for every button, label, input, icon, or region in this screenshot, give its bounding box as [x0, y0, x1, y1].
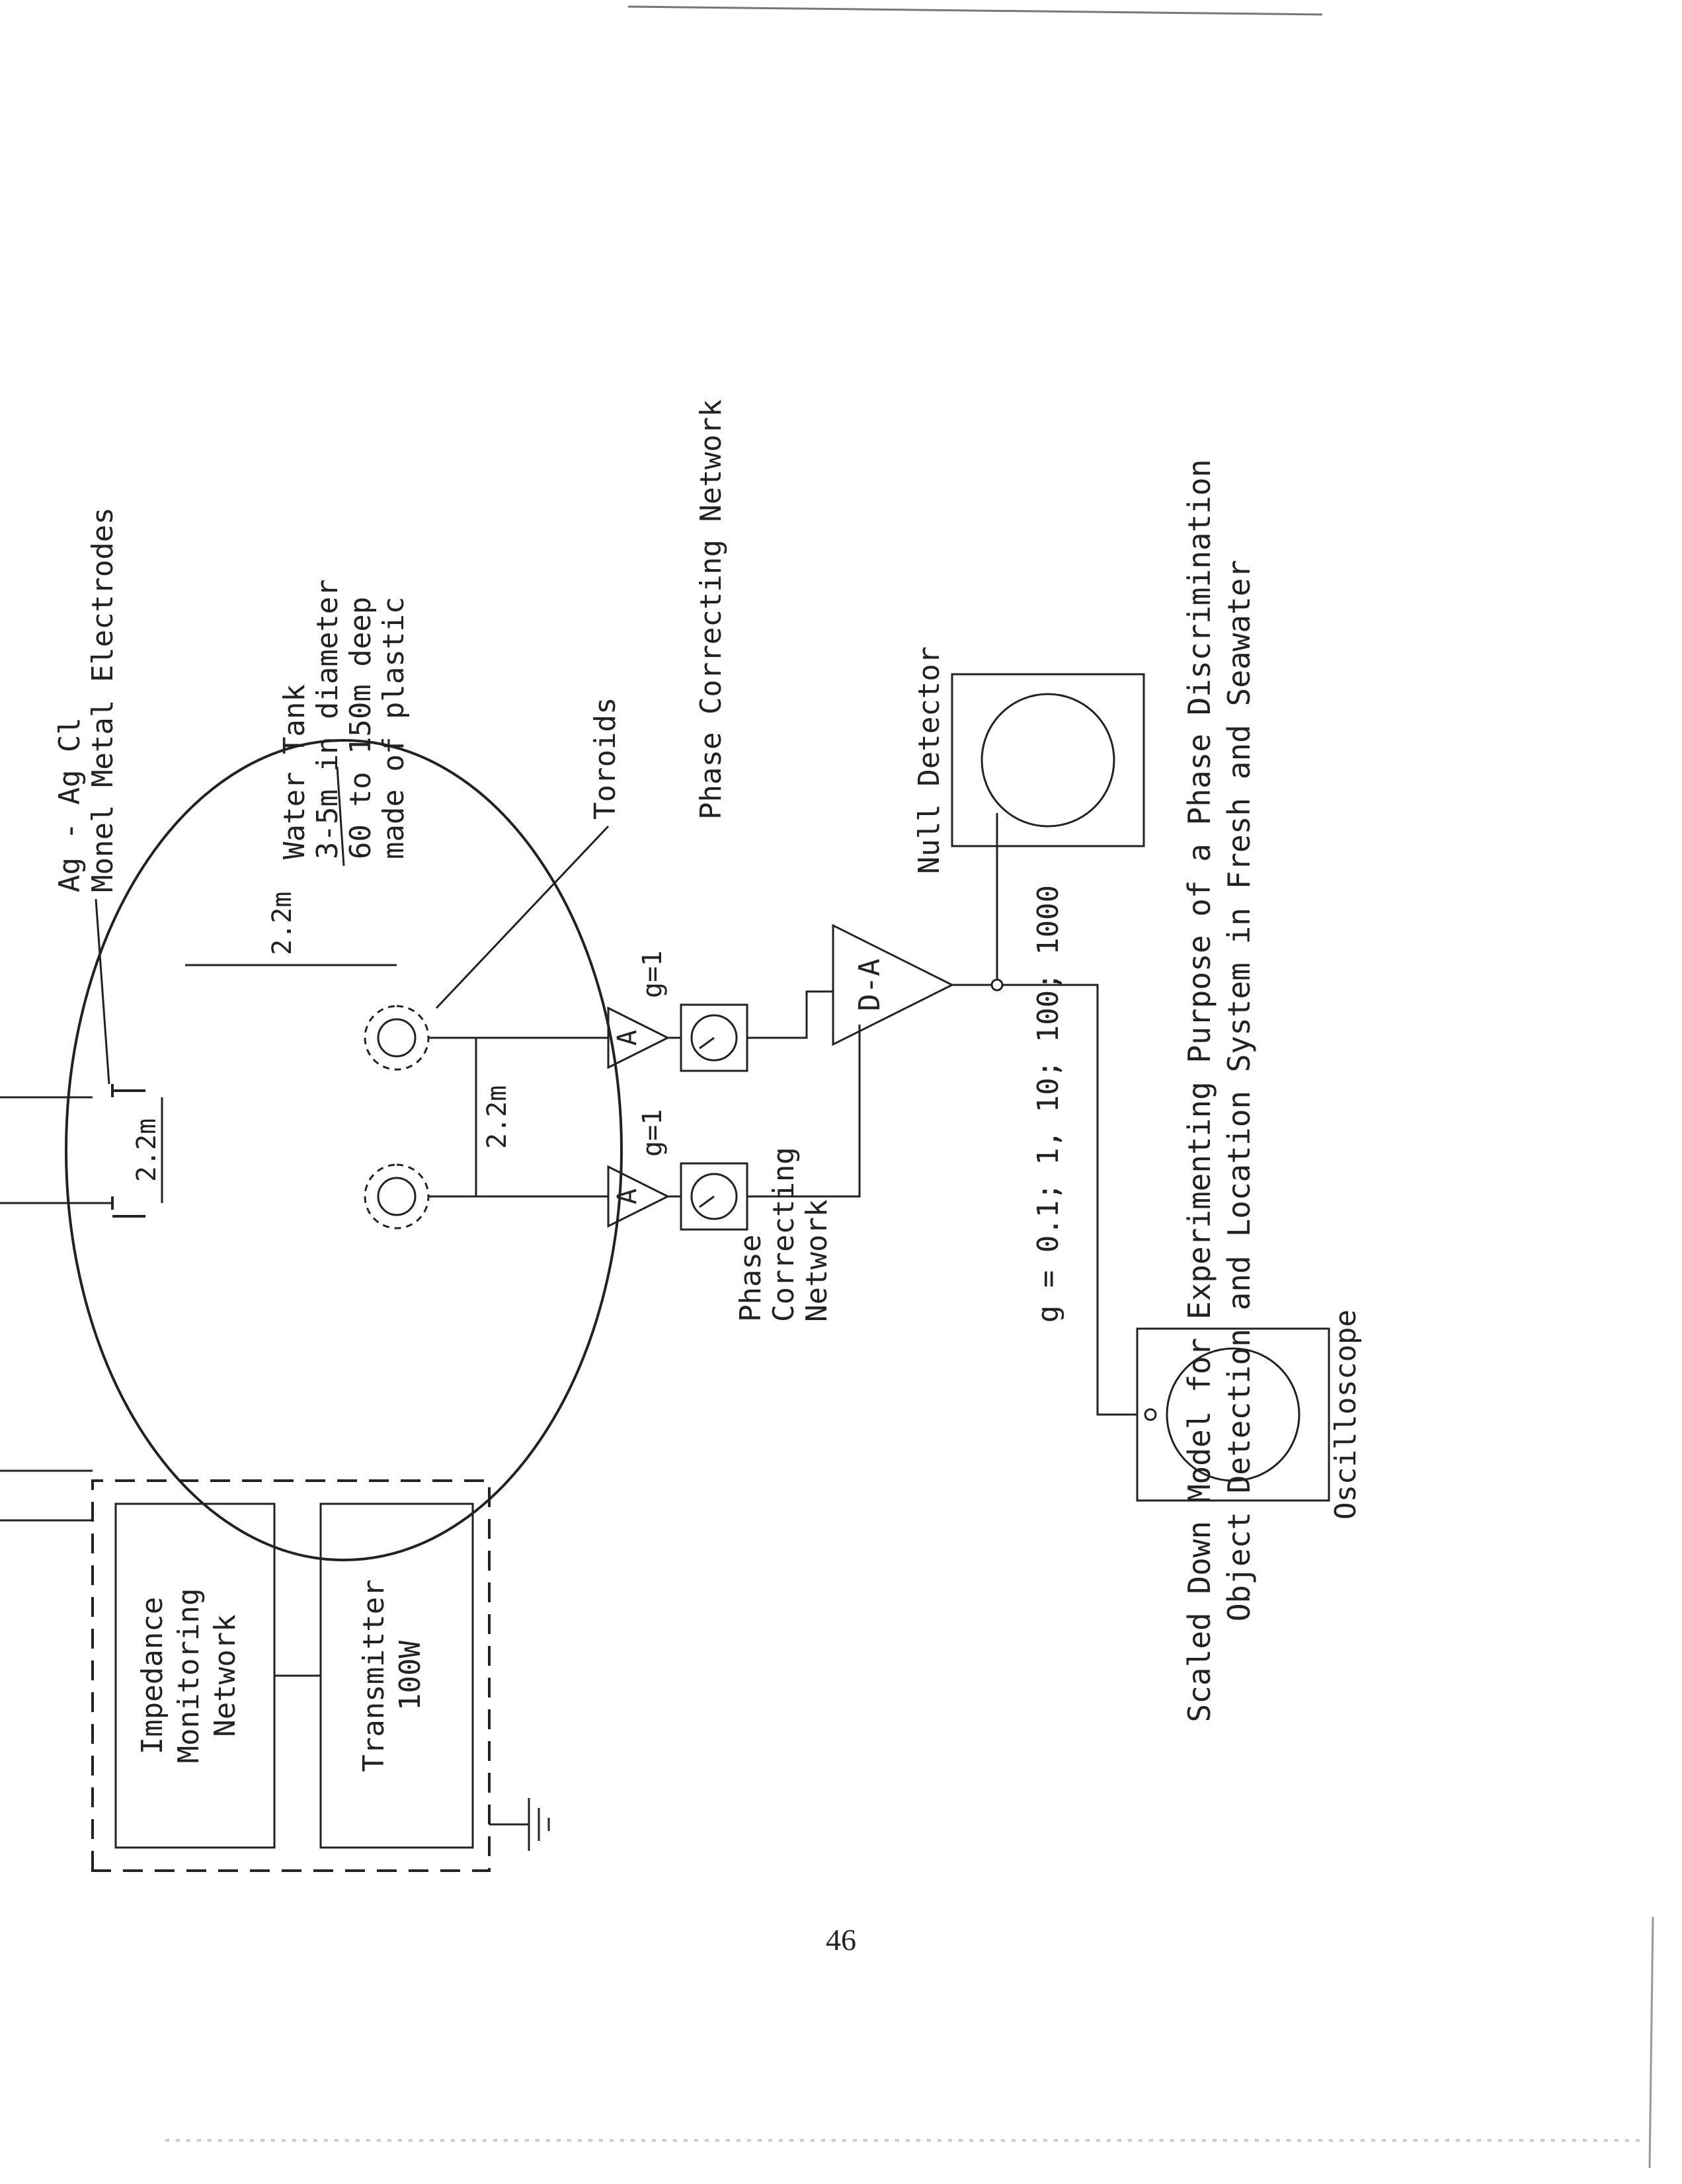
dimension-toroid-spacing: 2.2m	[475, 1038, 512, 1196]
dimension-electrode-spacing: 2.2m	[132, 1097, 163, 1203]
phase-network-bottom-line3: Network	[800, 1200, 834, 1322]
amplifier-left: A g=1	[607, 1109, 670, 1228]
scan-edge-right	[1648, 1916, 1654, 2169]
page-number: 46	[826, 1923, 856, 1957]
differential-amplifier: D-A	[832, 923, 955, 1046]
phase-network-bottom-line1: Phase	[734, 1235, 768, 1322]
water-tank-line1: Water Tank	[278, 684, 311, 859]
impedance-line3: Network	[208, 1614, 242, 1736]
caption-line1: Scaled Down Model for Experimenting Purp…	[1181, 459, 1217, 1723]
ground-icon	[489, 1798, 550, 1851]
caption-line2: Object Detection and Location System in …	[1221, 560, 1257, 1621]
phase-network-top-label: Phase Correcting Network	[694, 399, 728, 820]
phase-network-right	[680, 1003, 748, 1072]
water-tank-line2: 3-5m in diameter	[311, 579, 344, 859]
electrodes-line1: Ag - Ag Cl	[53, 717, 87, 892]
phase-network-bottom-line2: Correcting	[767, 1147, 801, 1322]
toroid-left	[364, 1163, 430, 1229]
toroid-right	[364, 1005, 430, 1071]
oscilloscope-label: Oscilloscope	[1329, 1309, 1363, 1520]
electrodes	[111, 1084, 145, 1218]
transmitter-enclosure: Impedance Monitoring Network Transmitter…	[91, 1479, 550, 1872]
electrode-wire-a	[0, 1096, 93, 1522]
output-node	[990, 978, 1004, 992]
impedance-line2: Monitoring	[172, 1588, 206, 1764]
dimension-d3: 2.2m	[482, 1085, 512, 1149]
rotated-diagram-group: Impedance Monitoring Network Transmitter…	[0, 399, 1363, 1872]
water-tank-line3: 60 to 150m deep	[344, 597, 378, 859]
electrodes-line2: Monel Metal Electrodes	[86, 507, 120, 892]
amplifier-right: A g=1	[607, 951, 670, 1070]
transmitter-line1: Transmitter	[357, 1579, 391, 1772]
oscilloscope: Oscilloscope	[1136, 1309, 1363, 1520]
gain-left: g=1	[637, 1109, 668, 1157]
impedance-line1: Impedance	[136, 1597, 169, 1754]
null-detector: Null Detector	[912, 646, 1145, 874]
null-detector-label: Null Detector	[912, 646, 946, 874]
gain-note: g = 0.1; 1, 10; 100; 1000	[1031, 885, 1065, 1323]
water-tank-line4: made of plastic	[377, 597, 411, 859]
amplifier-left-symbol: A	[612, 1189, 643, 1204]
dimension-d2: 2.2m	[267, 892, 298, 955]
dimension-d1: 2.2m	[132, 1118, 162, 1182]
scan-edge-top	[627, 5, 1323, 16]
electrode-wire-b	[0, 1202, 112, 1472]
gain-right: g=1	[637, 951, 668, 998]
phase-network-left	[680, 1162, 748, 1231]
amplifier-right-symbol: A	[612, 1030, 643, 1046]
dimension-depth: 2.2m	[185, 892, 397, 966]
toroids-label: Toroids	[588, 697, 622, 820]
water-tank-circle	[65, 739, 623, 1561]
transmitter-line2: 100W	[393, 1641, 427, 1711]
diff-amp-label: D-A	[853, 958, 887, 1011]
